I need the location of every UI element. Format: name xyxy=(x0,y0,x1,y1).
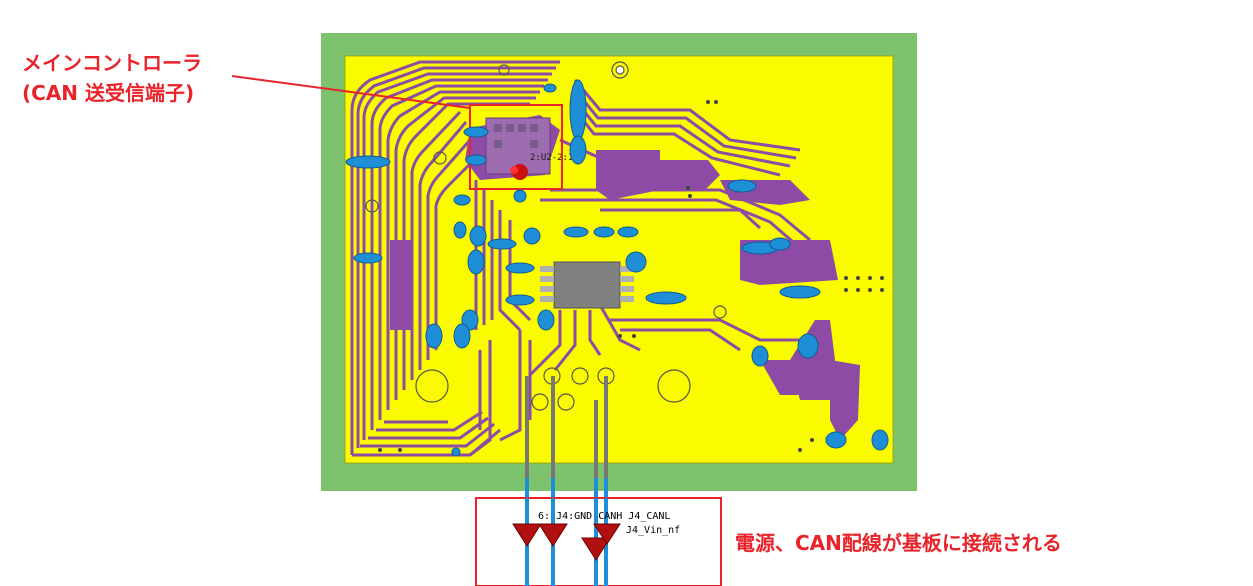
power-can-annotation: 電源、CAN配線が基板に接続される xyxy=(735,531,1062,555)
trace-bundle-right xyxy=(540,79,811,352)
can-transceiver-ic xyxy=(540,261,634,309)
controller-annotation-line2: (CAN 送受信端子) xyxy=(22,81,195,105)
controller-leader-line xyxy=(231,75,471,109)
controller-highlight-box xyxy=(469,104,563,190)
probe-marker-vin xyxy=(593,523,621,545)
probe-marker-canl xyxy=(581,537,611,561)
probe-label-vin: J4_Vin_nf xyxy=(626,525,680,536)
probe-marker-canh xyxy=(538,523,568,547)
via-dots xyxy=(378,100,884,452)
controller-annotation-line1: メインコントローラ xyxy=(22,51,202,75)
smd-pads xyxy=(345,79,889,457)
probe-marker-gnd xyxy=(512,523,542,547)
main-controller-ic: 2:U2-2:1 xyxy=(485,117,573,180)
trace-bundle-left xyxy=(350,60,560,455)
probe-markers xyxy=(512,523,621,561)
controller-annotation: メインコントローラ (CAN 送受信端子) xyxy=(22,48,202,108)
component-ref-text: 2:U2-2:1 xyxy=(530,153,573,163)
probe-label-pins: 6: J4:GND CANH J4_CANL xyxy=(538,511,670,522)
